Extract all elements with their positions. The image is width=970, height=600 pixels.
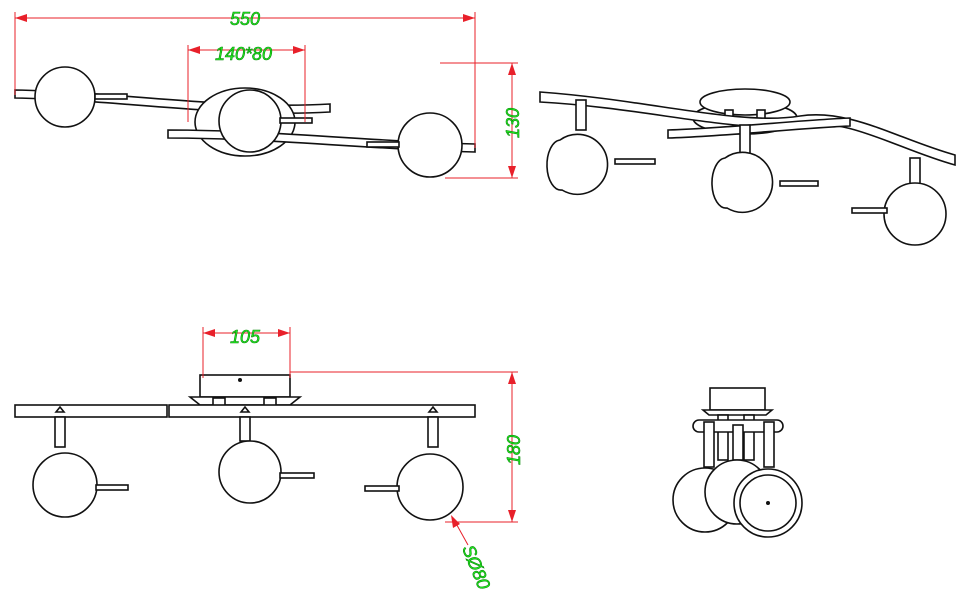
perspective-shade-3 bbox=[883, 182, 947, 246]
side-canopy bbox=[709, 387, 766, 411]
dimension-550: 550 bbox=[14, 9, 476, 148]
front-canopy bbox=[199, 374, 291, 398]
front-shade-2 bbox=[218, 440, 282, 504]
dimension-label-130: 130 bbox=[503, 108, 523, 138]
dimension-180: 180 bbox=[290, 371, 524, 523]
dimension-105: 105 bbox=[202, 327, 291, 378]
dimension-130: 130 bbox=[440, 62, 523, 179]
dimension-label-105: 105 bbox=[230, 327, 261, 347]
front-shade-3 bbox=[396, 453, 464, 521]
perspective-bar-1 bbox=[539, 91, 956, 167]
dimension-label-180: 180 bbox=[504, 435, 524, 465]
perspective-view bbox=[539, 88, 956, 246]
perspective-shade-1 bbox=[546, 133, 609, 196]
front-bar-left bbox=[14, 404, 168, 418]
perspective-bar-2 bbox=[667, 117, 851, 139]
perspective-canopy bbox=[699, 88, 791, 116]
perspective-shade-2 bbox=[711, 151, 774, 214]
top-view bbox=[14, 66, 476, 178]
top-arm-3 bbox=[366, 141, 400, 148]
top-shade-1 bbox=[34, 66, 96, 128]
top-shade-2 bbox=[218, 89, 282, 153]
top-arm-1 bbox=[94, 93, 128, 100]
dimension-140x80: 140*80 bbox=[187, 44, 306, 122]
side-view bbox=[672, 387, 803, 538]
top-shade-3 bbox=[397, 112, 463, 178]
top-arm-2 bbox=[279, 117, 313, 124]
dimension-label-diameter: SØ80 bbox=[458, 542, 494, 592]
front-view bbox=[14, 374, 476, 521]
dimension-label-550: 550 bbox=[230, 9, 260, 29]
dimension-label-140x80: 140*80 bbox=[215, 44, 272, 64]
front-shade-1 bbox=[32, 452, 98, 518]
dimension-diameter: SØ80 bbox=[451, 515, 494, 592]
